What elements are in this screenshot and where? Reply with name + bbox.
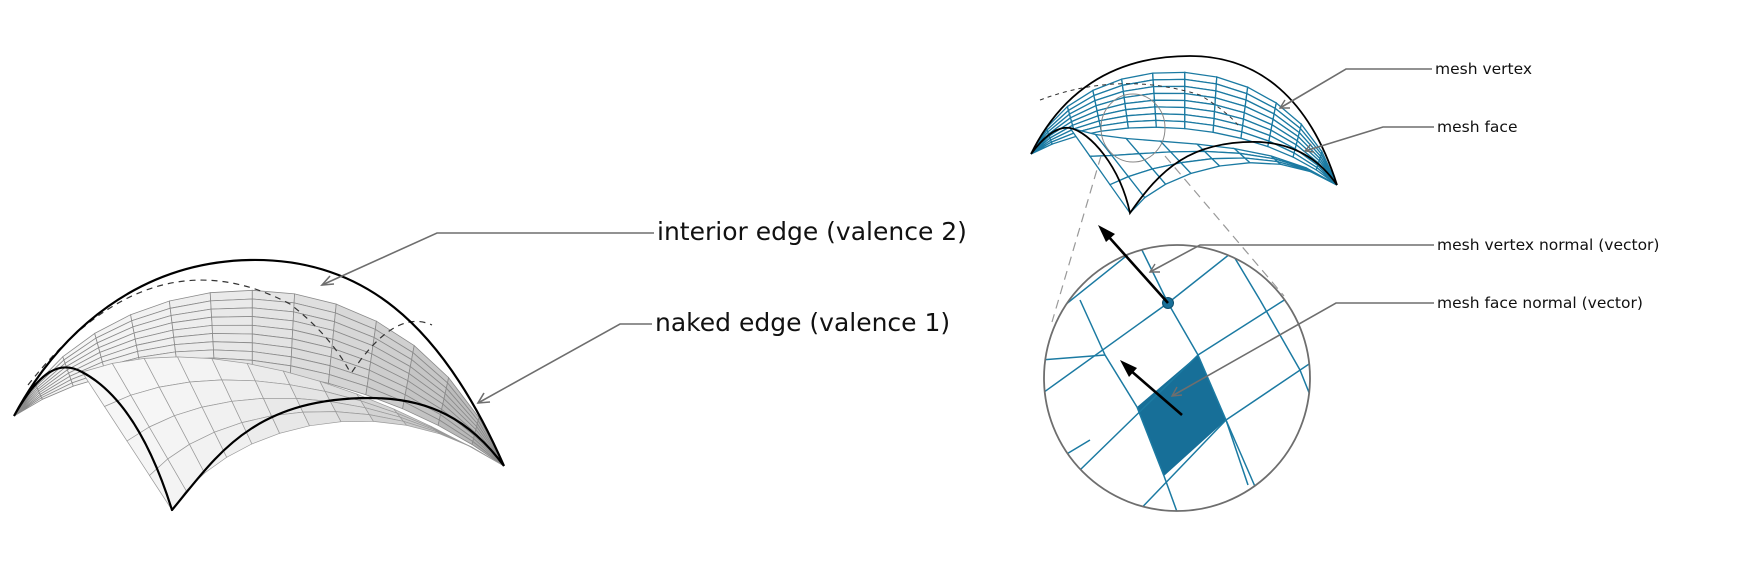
mesh-edge-line [1079, 299, 1106, 356]
mesh-face-quad [471, 446, 505, 467]
naked-edge-label: naked edge (valence 1) [655, 308, 950, 337]
mesh-face-quad [211, 316, 253, 326]
mesh-face-quad [471, 440, 505, 467]
blue-mesh-surface [1030, 71, 1338, 215]
hidden-edge-dashed [27, 279, 433, 386]
mesh-edge-line [1167, 302, 1199, 356]
mesh-edge-line [1136, 406, 1165, 477]
vertex-normal-arrowhead [1098, 225, 1115, 242]
mesh-face-quad [1153, 92, 1186, 102]
mesh-face-quad [210, 298, 253, 310]
naked-edge-leader [477, 323, 652, 404]
mesh-vertex-label: mesh vertex [1435, 60, 1532, 78]
small-mesh-outline [1030, 55, 1338, 216]
mesh-face-label: mesh face [1437, 118, 1517, 136]
mesh-edge-line [1197, 289, 1301, 356]
mesh-edge-line [1044, 302, 1169, 396]
small-hidden-edge-dashed [1039, 83, 1239, 126]
mesh-face-quad [1155, 119, 1186, 130]
mesh-edge-line [1163, 475, 1181, 511]
mesh-face-normal-arrowhead [1170, 386, 1183, 397]
naked-edge-arrowhead [476, 392, 491, 404]
mesh-face-quad [1152, 78, 1186, 88]
mesh-edge-line [1197, 354, 1227, 421]
mesh-vertex-leader [1279, 68, 1432, 109]
interior-edge-label: interior edge (valence 2) [657, 217, 967, 246]
magnifier [1043, 225, 1311, 512]
mesh-face-quad [1308, 169, 1338, 186]
mesh-face-arrowhead [1303, 143, 1315, 153]
mesh-face-quad [1210, 157, 1252, 167]
interior-edge-annotation: interior edge (valence 2) [320, 217, 967, 286]
mesh-face-normal-leader [1171, 302, 1434, 397]
face-normal-arrowhead [1120, 360, 1137, 377]
mesh-face-normal-label: mesh face normal (vector) [1437, 294, 1643, 312]
mesh-vertex-arrowhead [1278, 99, 1290, 109]
face-normal-arrow [1129, 369, 1183, 416]
interior-edge-leader [321, 232, 654, 286]
mesh-vertex-annotation: mesh vertex [1278, 60, 1532, 109]
shaded-mesh-surface [13, 289, 505, 511]
mesh-edge-line [1225, 419, 1261, 499]
naked-edge-outline [13, 258, 506, 512]
mesh-edge-line [1044, 354, 1106, 361]
mesh-vertex-normal-arrowhead [1148, 263, 1160, 273]
naked-edge-annotation: naked edge (valence 1) [476, 308, 950, 404]
mesh-edge-line [1104, 354, 1138, 408]
mesh-face-quad [1126, 119, 1157, 129]
mesh-face-leader [1304, 126, 1434, 152]
vertex-normal-arrow [1107, 235, 1169, 304]
mesh-face-quad [1152, 71, 1186, 81]
magnifier-outline [1043, 244, 1311, 512]
interior-edge-arrowhead [320, 275, 335, 286]
mesh-face-quad [211, 324, 253, 335]
mesh-edge-line [1225, 419, 1249, 486]
mesh-vertex-normal-leader [1149, 244, 1434, 273]
mesh-vertex-normal-label: mesh vertex normal (vector) [1437, 236, 1659, 254]
zoom-region-circle [1100, 93, 1166, 163]
mesh-face-quad [212, 333, 253, 344]
mesh-face-quad [1315, 166, 1338, 186]
mesh-face-quad [210, 307, 253, 318]
mesh-edge-line [1299, 369, 1310, 421]
mesh-vertex-normal-annotation: mesh vertex normal (vector) [1148, 236, 1659, 273]
mesh-face-quad [302, 411, 342, 427]
mesh-face-annotation: mesh face [1303, 118, 1517, 153]
mesh-edge-line [1129, 419, 1227, 511]
mesh-face-normal-annotation: mesh face normal (vector) [1170, 294, 1643, 397]
zoom-connector-right [1164, 155, 1285, 297]
